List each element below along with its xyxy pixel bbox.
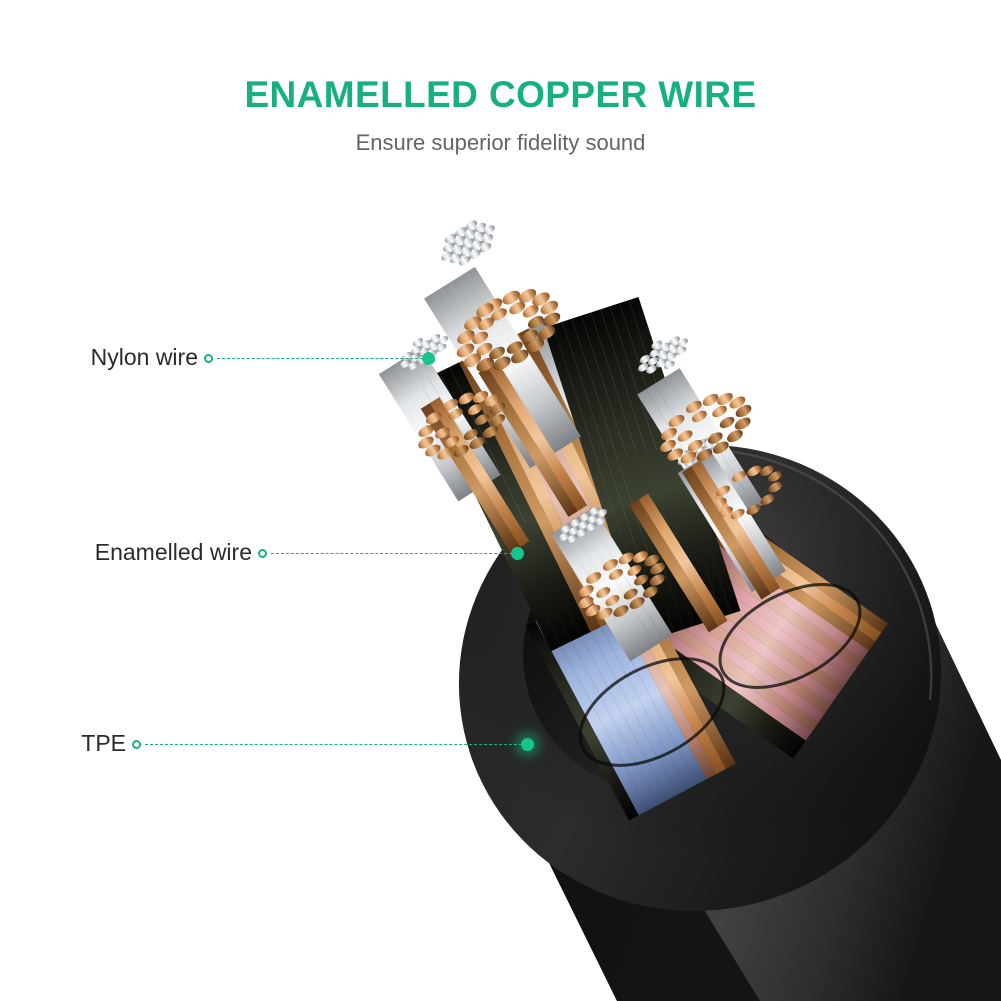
callout-endpoint-enamelled-wire	[511, 547, 524, 560]
header: ENAMELLED COPPER WIRE Ensure superior fi…	[0, 0, 1001, 154]
copper-ring-face-4	[578, 551, 666, 620]
callout-label-enamelled-wire: Enamelled wire	[94, 539, 252, 565]
nylon-core-face-1	[441, 220, 495, 266]
page-subtitle: Ensure superior fidelity sound	[355, 130, 646, 155]
nylon-core-face-3	[638, 336, 688, 374]
nylon-core-face-4	[558, 507, 608, 543]
callout-label-nylon-wire: Nylon wire	[90, 344, 198, 370]
bundle-rim-outlines	[578, 583, 862, 767]
callout-line-tpe	[145, 744, 527, 745]
copper-ring-face-1	[456, 289, 561, 372]
callout-endpoint-tpe	[521, 738, 534, 751]
callout-marker-enamelled-wire	[258, 548, 267, 558]
callout-endpoint-nylon-wire	[422, 352, 435, 365]
copper-ring-face-5	[712, 465, 783, 520]
copper-ring-face-3	[660, 392, 752, 464]
page-title: ENAMELLED COPPER WIRE	[244, 74, 757, 115]
copper-strand-shafts	[420, 361, 781, 633]
callout-line-nylon-wire	[217, 358, 428, 359]
copper-ring-face-2	[418, 390, 506, 460]
callout-label-tpe: TPE	[81, 730, 126, 756]
callout-marker-tpe	[132, 739, 141, 749]
callout-line-enamelled-wire	[271, 553, 517, 554]
callout-marker-nylon-wire	[204, 353, 213, 363]
